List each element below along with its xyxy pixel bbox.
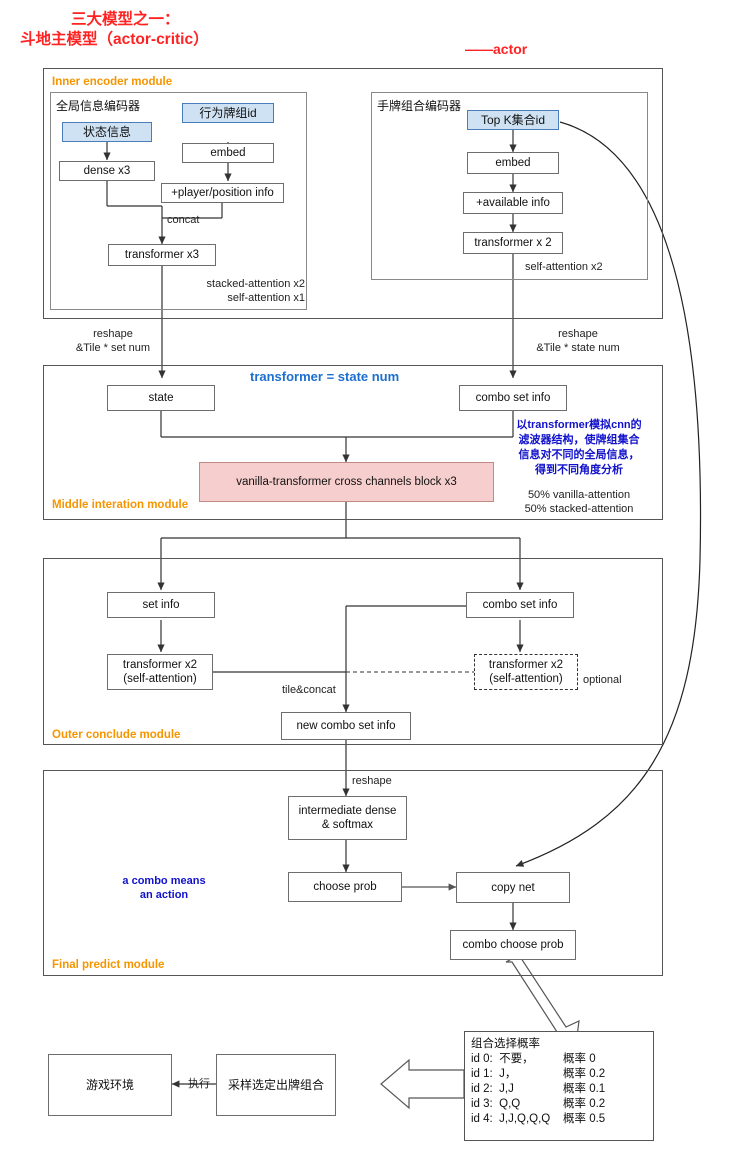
note-transformer-state-num: transformer = state num (250, 369, 400, 384)
node-transformer-x2-right[interactable]: transformer x 2 (463, 232, 563, 254)
inner-encoder-module-label: Inner encoder module (52, 76, 173, 88)
node-game-environment[interactable]: 游戏环境 (48, 1054, 172, 1116)
note-concat: concat (167, 214, 200, 226)
node-choose-prob[interactable]: choose prob (288, 872, 402, 902)
page-title-line2: 斗地主模型（actor-critic） (20, 31, 209, 48)
final-predict-module-label: Final predict module (52, 959, 165, 971)
prob-row-id: id 4: J,J,Q,Q,Q (471, 1113, 551, 1125)
global-info-encoder-box (50, 92, 307, 310)
prob-row-id: id 0: 不要， (471, 1053, 534, 1065)
node-state[interactable]: state (107, 385, 215, 411)
node-transformer-right-optional[interactable]: transformer x2 (self-attention) (474, 654, 578, 690)
node-cross-channels-block[interactable]: vanilla-transformer cross channels block… (199, 462, 494, 502)
hand-combo-encoder-box (371, 92, 648, 280)
page-title-line1: 三大模型之一： (71, 11, 180, 28)
prob-row: id 2: J,J 概率 0.1 (471, 1082, 647, 1097)
prob-row-value: 概率 0.2 (563, 1098, 606, 1110)
prob-box-rows: id 0: 不要， 概率 0 id 1: J， 概率 0.2 id 2: J,J 概率 0… (471, 1052, 647, 1127)
node-state-info[interactable]: 状态信息 (62, 122, 152, 142)
prob-row: id 1: J， 概率 0.2 (471, 1067, 647, 1082)
prob-row-value: 概率 0.1 (563, 1083, 606, 1095)
prob-row-id: id 2: J,J (471, 1083, 514, 1095)
note-execute: 执行 (188, 1078, 210, 1090)
prob-row: id 0: 不要， 概率 0 (471, 1052, 647, 1067)
middle-interaction-module-label: Middle interation module (52, 499, 189, 511)
inner-encoder-module (43, 68, 663, 319)
note-right-attention: self-attention x2 (525, 261, 603, 273)
node-player-position-info[interactable]: +player/position info (161, 183, 284, 203)
hand-combo-encoder-title: 手牌组合编码器 (377, 99, 462, 113)
prob-row-id: id 3: Q,Q (471, 1098, 521, 1110)
node-copy-net[interactable]: copy net (456, 872, 570, 903)
node-combo-choose-prob[interactable]: combo choose prob (450, 930, 576, 960)
node-transformer-left[interactable]: transformer x2 (self-attention) (107, 654, 213, 690)
prob-box-title: 组合选择概率 (471, 1038, 540, 1050)
block-arrow-to-sample (380, 1058, 465, 1110)
node-topk-set-id[interactable]: Top K集合id (467, 110, 559, 130)
node-dense[interactable]: dense x3 (59, 161, 155, 181)
note-reshape-left: reshape &Tile * set num (75, 328, 151, 354)
node-available-info[interactable]: +available info (463, 192, 563, 214)
note-tile-concat: tile&concat (282, 684, 336, 696)
global-info-encoder-title: 全局信息编码器 (56, 99, 141, 113)
prob-row: id 3: Q,Q 概率 0.2 (471, 1097, 647, 1112)
actor-tag: ——actor (465, 41, 528, 57)
prob-row-value: 概率 0.2 (563, 1068, 606, 1080)
prob-row-value: 概率 0 (563, 1053, 596, 1065)
prob-row-id: id 1: J， (471, 1068, 517, 1080)
outer-conclude-module-label: Outer conclude module (52, 729, 181, 741)
final-predict-module (43, 770, 663, 976)
note-reshape-final: reshape (352, 775, 392, 787)
note-cn-transformer-cnn: 以transformer模拟cnn的 滤波器结构，使牌组集合 信息对不同的全局信… (516, 419, 642, 476)
node-embed-right[interactable]: embed (467, 152, 559, 174)
node-set-info[interactable]: set info (107, 592, 215, 618)
outer-conclude-module (43, 558, 663, 745)
node-new-combo-set-info[interactable]: new combo set info (281, 712, 411, 740)
note-attention-split: 50% vanilla-attention 50% stacked-attent… (524, 489, 634, 515)
prob-row-value: 概率 0.5 (563, 1113, 606, 1125)
node-combo-set-info-middle[interactable]: combo set info (459, 385, 567, 411)
prob-row: id 4: J,J,Q,Q,Q 概率 0.5 (471, 1112, 647, 1127)
node-transformer-x3[interactable]: transformer x3 (108, 244, 216, 266)
node-embed-left[interactable]: embed (182, 143, 274, 163)
node-sample-select-combo[interactable]: 采样选定出牌组合 (216, 1054, 336, 1116)
middle-interaction-module (43, 365, 663, 520)
node-action-card-id[interactable]: 行为牌组id (182, 103, 274, 123)
note-left-attention: stacked-attention x2 self-attention x1 (206, 278, 305, 304)
note-reshape-right: reshape &Tile * state num (536, 328, 620, 354)
node-intermediate-dense-softmax[interactable]: intermediate dense & softmax (288, 796, 407, 840)
note-combo-means-action: a combo means an action (122, 875, 206, 901)
node-combo-set-info-outer[interactable]: combo set info (466, 592, 574, 618)
note-optional: optional (583, 674, 622, 686)
